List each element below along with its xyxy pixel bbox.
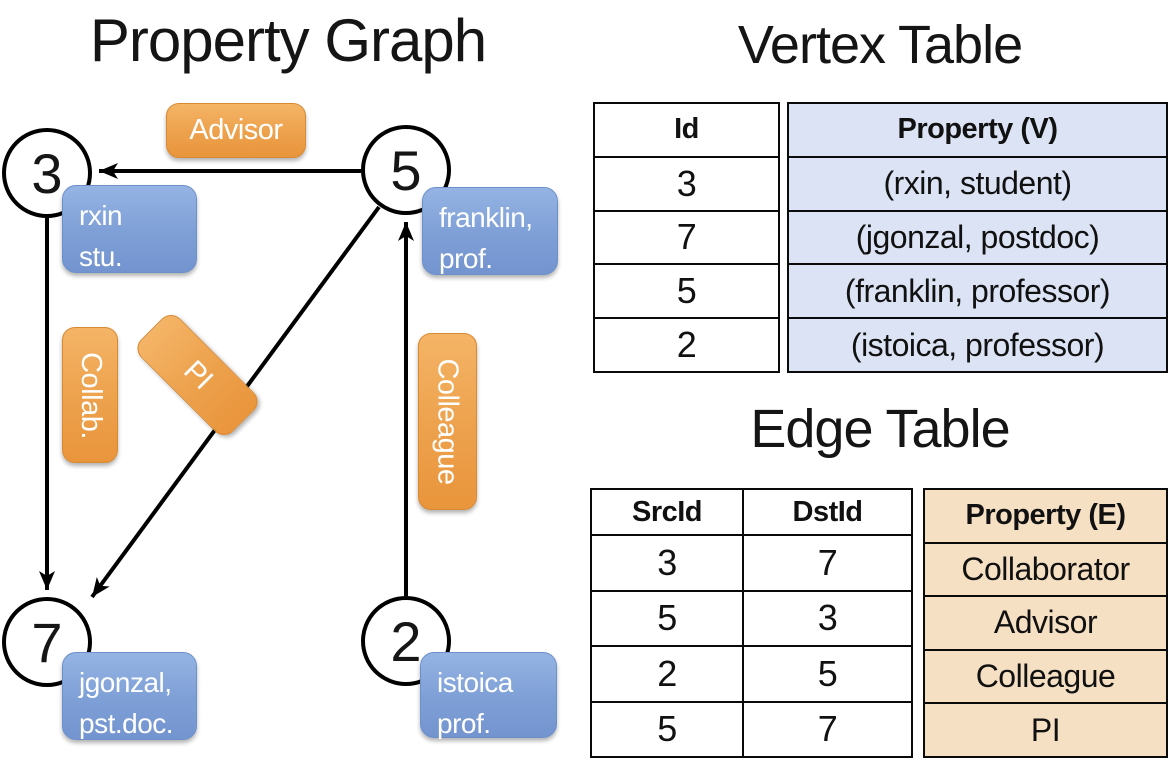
edge-table-property-cell: PI [925,704,1166,756]
edge-table-title: Edge Table [750,399,1010,459]
vertex-label-franklin: franklin, prof. [422,187,558,275]
graph-node-2: 2 [361,596,451,686]
edge-label-collab-text: Collab. [74,351,107,439]
edge-table-property-cell: Collaborator [925,543,1166,598]
edge-table-property-cell: Advisor [925,597,1166,651]
vertex-label-rxin: rxin stu. [62,185,197,273]
vertex-table-property-cell: (jgonzal, postdoc) [789,211,1166,266]
edge-table-srcid-cell: 5 [657,708,677,750]
vertex-table-title: Vertex Table [737,15,1023,75]
vertex-table-property-column: Property (V) (rxin, student) (jgonzal, p… [787,102,1168,373]
vertex-table-property-cell: (franklin, professor) [789,265,1166,320]
vertex-table-id-cell: 7 [595,212,778,266]
edge-table-dstid-cell: 7 [742,536,911,592]
edge-label-advisor: Advisor [166,103,306,158]
vertex-table-id-cell: 5 [595,265,778,320]
edge-table-dstid-cell: 5 [742,647,911,703]
edge-label-colleague: Colleague [418,333,477,510]
edge-table-property-column: Property (E) Collaborator Advisor Collea… [923,488,1168,758]
vertex-table-id-cell: 2 [676,324,697,366]
edge-label-pi-text: PI [177,353,219,396]
vertex-table-id-header: Id [595,104,778,158]
vertex-table-property-cell: (istoica, professor) [789,319,1166,371]
edge-table-property-header: Property (E) [925,490,1166,544]
vertex-label-jgonzal: jgonzal, pst.doc. [62,652,197,740]
edge-table-property-cell: Colleague [925,650,1166,705]
vertex-table-property-header: Property (V) [789,104,1166,158]
edge-table-srcid-cell: 5 [592,592,742,648]
edge-table-dstid-cell: 7 [742,702,911,756]
vertex-table-id-cell: 3 [595,158,778,212]
edge-table-dstid-cell: 3 [742,591,911,648]
edge-label-collab: Collab. [62,327,118,463]
edge-table-srcid-cell: 3 [592,536,742,592]
graph-node-5: 5 [361,125,451,215]
edge-table-dstid-header: DstId [742,490,911,537]
vertex-table-property-cell: (rxin, student) [789,157,1166,212]
edge-table-srcid-header: SrcId [592,490,742,537]
edge-table-ids-block: SrcId DstId 3 7 5 3 2 5 5 7 [590,488,913,758]
vertex-table-id-column: Id 3 7 5 2 [593,102,780,373]
edge-label-colleague-text: Colleague [432,358,465,485]
vertex-label-istoica: istoica prof. [420,652,557,739]
edge-table-srcid-cell: 2 [592,647,742,703]
property-graph-title: Property Graph [89,7,487,74]
